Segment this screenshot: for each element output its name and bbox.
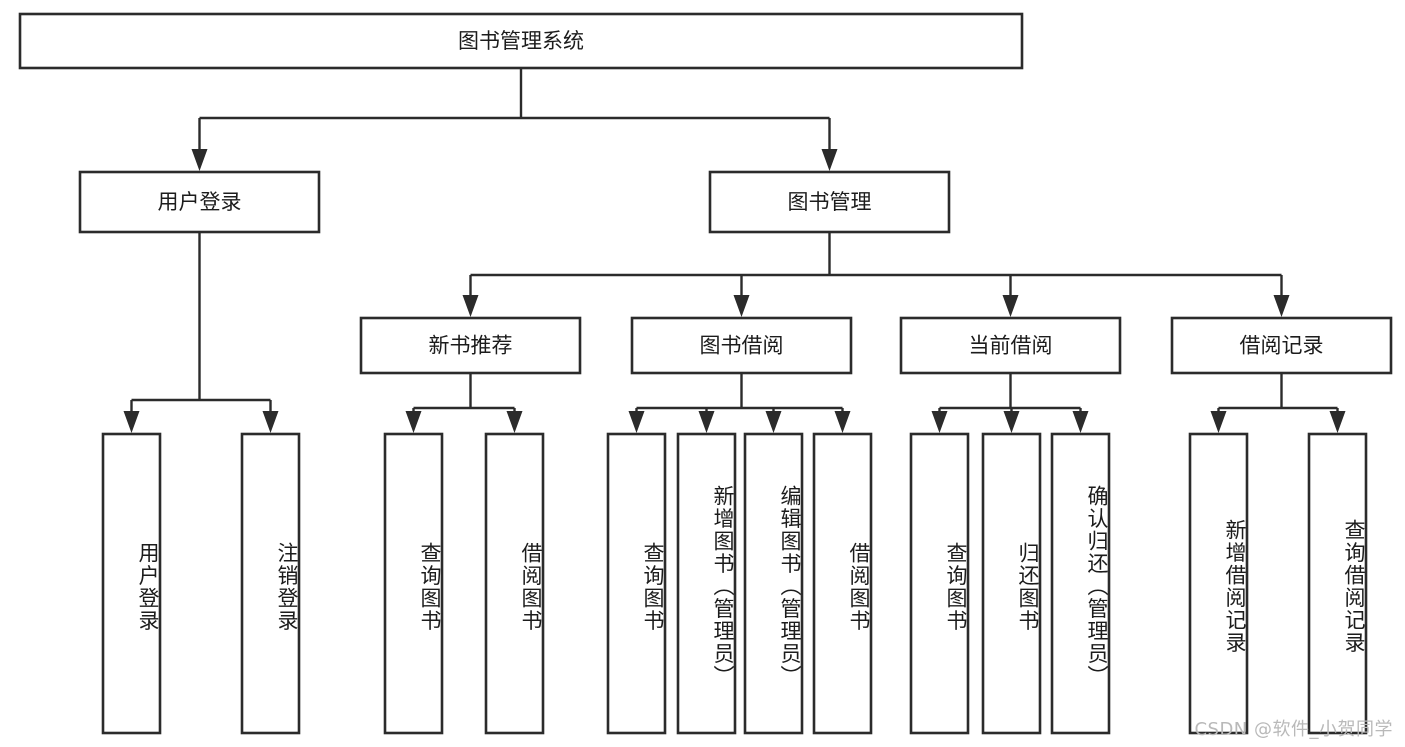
book-manage-arrow-1 — [733, 295, 750, 317]
book-borrow-arrow-2 — [765, 411, 782, 433]
watermark-text: CSDN @软件_小贺同学 — [1194, 719, 1393, 740]
node-label-current-borrow: 当前借阅 — [969, 334, 1053, 358]
node-box-leaf-add-record[interactable] — [1188, 432, 1249, 735]
node-box-new-book-recommend[interactable] — [359, 316, 582, 375]
borrow-record-arrow-0 — [1210, 411, 1227, 433]
node-label-new-book-recommend: 新书推荐 — [429, 334, 513, 358]
node-box-root[interactable] — [18, 12, 1024, 70]
node-box-current-borrow[interactable] — [899, 316, 1122, 375]
current-borrow-arrow-2 — [1072, 411, 1089, 433]
borrow-record-arrow-1 — [1329, 411, 1346, 433]
book-borrow-arrow-0 — [628, 411, 645, 433]
node-box-leaf-confirm-return[interactable] — [1050, 432, 1111, 735]
node-box-leaf-user-login[interactable] — [101, 432, 162, 735]
node-box-leaf-query-book-1[interactable] — [383, 432, 444, 735]
node-box-leaf-query-book-2[interactable] — [606, 432, 667, 735]
connector-layer — [123, 68, 1346, 433]
node-label-borrow-record: 借阅记录 — [1240, 334, 1324, 358]
book-manage-arrow-0 — [462, 295, 479, 317]
node-box-leaf-edit-book[interactable] — [743, 432, 804, 735]
current-borrow-arrow-0 — [931, 411, 948, 433]
node-box-layer — [18, 12, 1393, 735]
node-box-leaf-query-book-3[interactable] — [909, 432, 970, 735]
current-borrow-arrow-1 — [1003, 411, 1020, 433]
node-box-book-manage[interactable] — [708, 170, 951, 234]
node-box-leaf-query-record[interactable] — [1307, 432, 1368, 735]
node-box-book-borrow[interactable] — [630, 316, 853, 375]
node-label-user-login: 用户登录 — [158, 190, 242, 214]
node-box-leaf-borrow-book-1[interactable] — [484, 432, 545, 735]
node-label-book-manage: 图书管理 — [788, 190, 872, 214]
book-borrow-arrow-3 — [834, 411, 851, 433]
node-box-user-login[interactable] — [78, 170, 321, 234]
book-manage-arrow-3 — [1273, 295, 1290, 317]
root-arrow-0 — [191, 149, 208, 171]
node-label-book-borrow: 图书借阅 — [700, 334, 784, 358]
user-login-arrow-0 — [123, 411, 140, 433]
user-login-arrow-1 — [262, 411, 279, 433]
new-book-recommend-arrow-1 — [506, 411, 523, 433]
node-box-leaf-add-book[interactable] — [676, 432, 737, 735]
node-label-root: 图书管理系统 — [458, 29, 584, 53]
node-box-leaf-user-logout[interactable] — [240, 432, 301, 735]
node-box-leaf-return-book[interactable] — [981, 432, 1042, 735]
node-box-borrow-record[interactable] — [1170, 316, 1393, 375]
book-borrow-arrow-1 — [698, 411, 715, 433]
book-manage-arrow-2 — [1002, 295, 1019, 317]
new-book-recommend-arrow-0 — [405, 411, 422, 433]
root-arrow-1 — [821, 149, 838, 171]
node-box-leaf-borrow-book-2[interactable] — [812, 432, 873, 735]
